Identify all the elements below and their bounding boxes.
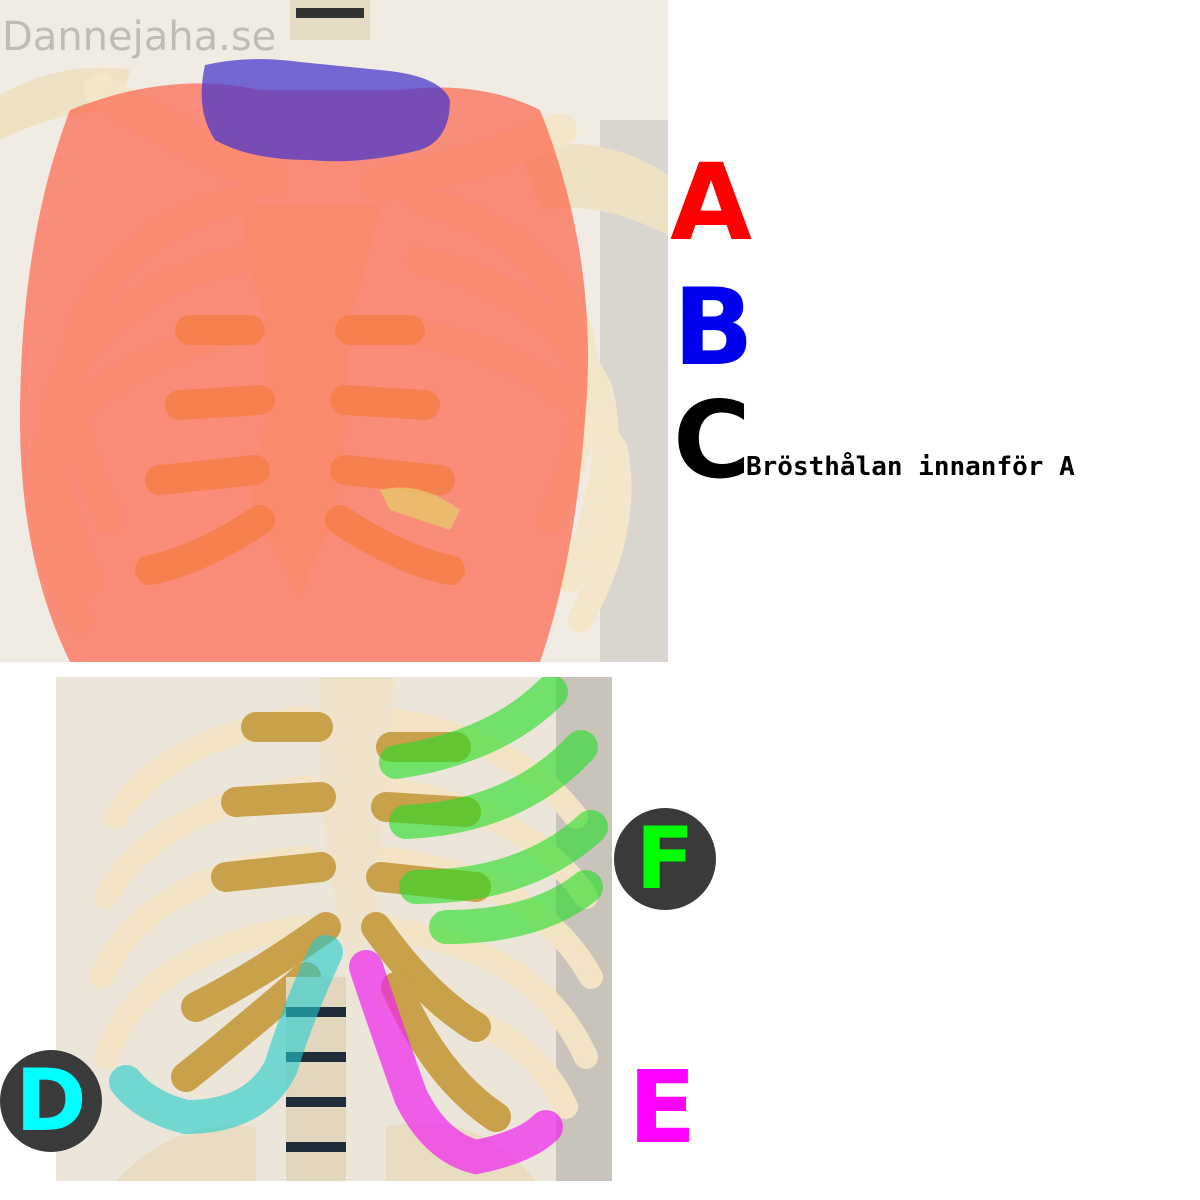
- ribcage-photo-bottom: [56, 677, 612, 1181]
- label-a: A: [670, 141, 753, 264]
- overlay-b-region: [201, 59, 450, 162]
- ribcage-bottom-illustration: [56, 677, 612, 1181]
- overlay-d-region: [109, 935, 343, 1135]
- label-c-caption: Brösthålan innanför A: [746, 452, 1075, 482]
- watermark-text: Dannejaha.se: [2, 14, 277, 60]
- label-d: D: [15, 1051, 87, 1151]
- label-e: E: [628, 1049, 697, 1166]
- label-f: F: [635, 809, 695, 909]
- overlay-a-region: [20, 83, 588, 662]
- ribcage-top-illustration: [0, 0, 668, 662]
- overlay-f-region: [379, 677, 608, 944]
- label-b: B: [673, 266, 754, 389]
- badge-d: D: [0, 1050, 102, 1152]
- overlay-e-region: [349, 950, 563, 1175]
- ribcage-photo-top: Dannejaha.se: [0, 0, 668, 662]
- label-c: C: [673, 379, 751, 502]
- badge-f: F: [614, 808, 716, 910]
